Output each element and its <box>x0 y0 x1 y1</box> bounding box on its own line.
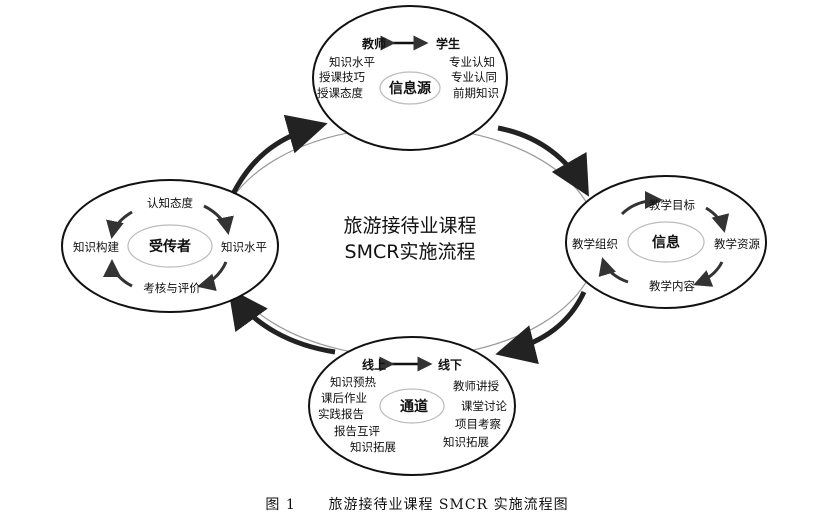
message-cycle-arrow-top <box>620 191 663 216</box>
receiver-inner-ring <box>127 224 213 268</box>
source-left-item: 知识水平 <box>329 55 375 69</box>
channel-ellipse <box>308 336 516 476</box>
channel-right-item: 教师讲授 <box>453 379 499 393</box>
channel-left-item: 课后作业 <box>321 391 367 405</box>
message-cycle-arrow-left <box>598 257 629 284</box>
message-cycle-arrow-bottom <box>693 261 724 287</box>
channel-right-item: 课堂讨论 <box>461 399 507 413</box>
channel-right-header: 线下 <box>438 357 462 372</box>
source-left-item: 授课技巧 <box>319 70 365 84</box>
channel-right-item: 项目考察 <box>455 417 501 431</box>
source-inner-ring <box>379 71 441 105</box>
arrow-message-to-channel <box>495 290 587 365</box>
message-right: 教学资源 <box>714 237 760 251</box>
source-left-item: 授课态度 <box>317 86 363 100</box>
receiver-ellipse <box>61 179 279 313</box>
source-right-header: 学生 <box>436 36 460 51</box>
receiver-right: 知识水平 <box>221 240 267 254</box>
figure-title: 旅游接待业课程 SMCR 实施流程图 <box>328 497 569 513</box>
center-title-line2: SMCR实施流程 <box>345 241 476 263</box>
source-right-item: 前期知识 <box>453 86 499 100</box>
figure-label: 图 1 <box>265 497 296 513</box>
channel-left-item: 报告互评 <box>334 424 380 438</box>
channel-left-item: 知识拓展 <box>350 440 396 454</box>
message-title: 信息 <box>652 234 680 251</box>
channel-inner-ring <box>379 388 445 424</box>
message-cycle-arrow-right <box>705 206 730 233</box>
source-left-header: 教师 <box>361 36 386 51</box>
channel-right-item: 知识拓展 <box>443 435 489 449</box>
receiver-left: 知识构建 <box>73 240 119 254</box>
receiver-top: 认知态度 <box>147 196 193 210</box>
figure-caption: 图 1 旅游接待业课程 SMCR 实施流程图 <box>0 494 834 514</box>
message-top: 教学目标 <box>649 198 695 212</box>
channel-left-item: 实践报告 <box>318 407 364 421</box>
smcr-diagram: 旅游接待业课程 SMCR实施流程 教师 学生 信息源 知识水平 授课技巧 授课态… <box>61 5 767 476</box>
receiver-bottom: 考核与评价 <box>143 281 201 295</box>
arrow-receiver-to-source <box>229 114 328 198</box>
source-ellipse <box>312 5 508 151</box>
source-title: 信息源 <box>389 80 431 97</box>
receiver-cycle-arrow-right <box>203 204 234 235</box>
message-inner-ring <box>627 221 705 263</box>
source-right-item: 专业认知 <box>449 55 495 69</box>
center-title-line1: 旅游接待业课程 <box>343 215 476 237</box>
receiver-cycle-arrow-left <box>103 259 133 288</box>
source-right-item: 专业认同 <box>451 70 497 84</box>
channel-left-header: 线上 <box>362 357 386 372</box>
receiver-cycle-arrow-top <box>106 210 133 239</box>
message-left: 教学组织 <box>572 237 618 251</box>
figure-caption-spacer <box>301 497 323 513</box>
arrow-channel-to-receiver <box>228 287 336 355</box>
receiver-title: 受传者 <box>149 238 191 255</box>
channel-title: 通道 <box>400 398 428 415</box>
arrow-source-to-message <box>497 125 589 197</box>
receiver-cycle-arrow-bottom <box>197 261 228 292</box>
channel-left-item: 知识预热 <box>330 375 376 389</box>
message-bottom: 教学内容 <box>649 279 695 293</box>
